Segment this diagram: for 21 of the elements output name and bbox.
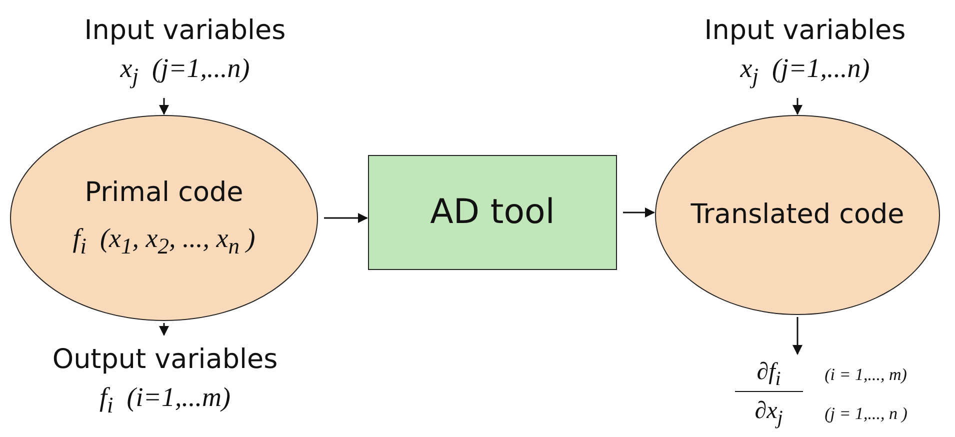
node-title: Translated code bbox=[690, 198, 904, 232]
arrow bbox=[324, 213, 368, 223]
node-title: AD tool bbox=[430, 192, 555, 233]
math-expression: x$_{j}$ (j=1,...n) bbox=[740, 54, 870, 89]
arrow bbox=[792, 98, 802, 115]
arrow bbox=[159, 98, 169, 115]
index-range: (i = 1,..., m) bbox=[824, 364, 908, 385]
variable-heading: Input variables bbox=[84, 15, 286, 48]
math-expression: x$_{j}$ (j=1,...n) bbox=[120, 54, 250, 89]
variable-heading: Output variables bbox=[52, 344, 278, 377]
index-range: (j = 1,..., n ) bbox=[824, 404, 908, 424]
math-expression: f$_{i}$ (x$_{1}$, x$_{2}$, ..., x$_{n}$ ) bbox=[72, 224, 256, 259]
arrow bbox=[792, 317, 802, 355]
derivative-denominator: ∂x$_{j}$ bbox=[754, 397, 784, 430]
arrow bbox=[623, 208, 655, 218]
math-expression: f$_{i}$ (i=1,...m) bbox=[100, 382, 230, 418]
arrow bbox=[159, 323, 169, 336]
process-box bbox=[368, 155, 617, 270]
variable-heading: Input variables bbox=[704, 15, 906, 48]
node-title: Primal code bbox=[84, 177, 244, 210]
derivative-numerator: ∂f$_{i}$ bbox=[735, 358, 803, 392]
